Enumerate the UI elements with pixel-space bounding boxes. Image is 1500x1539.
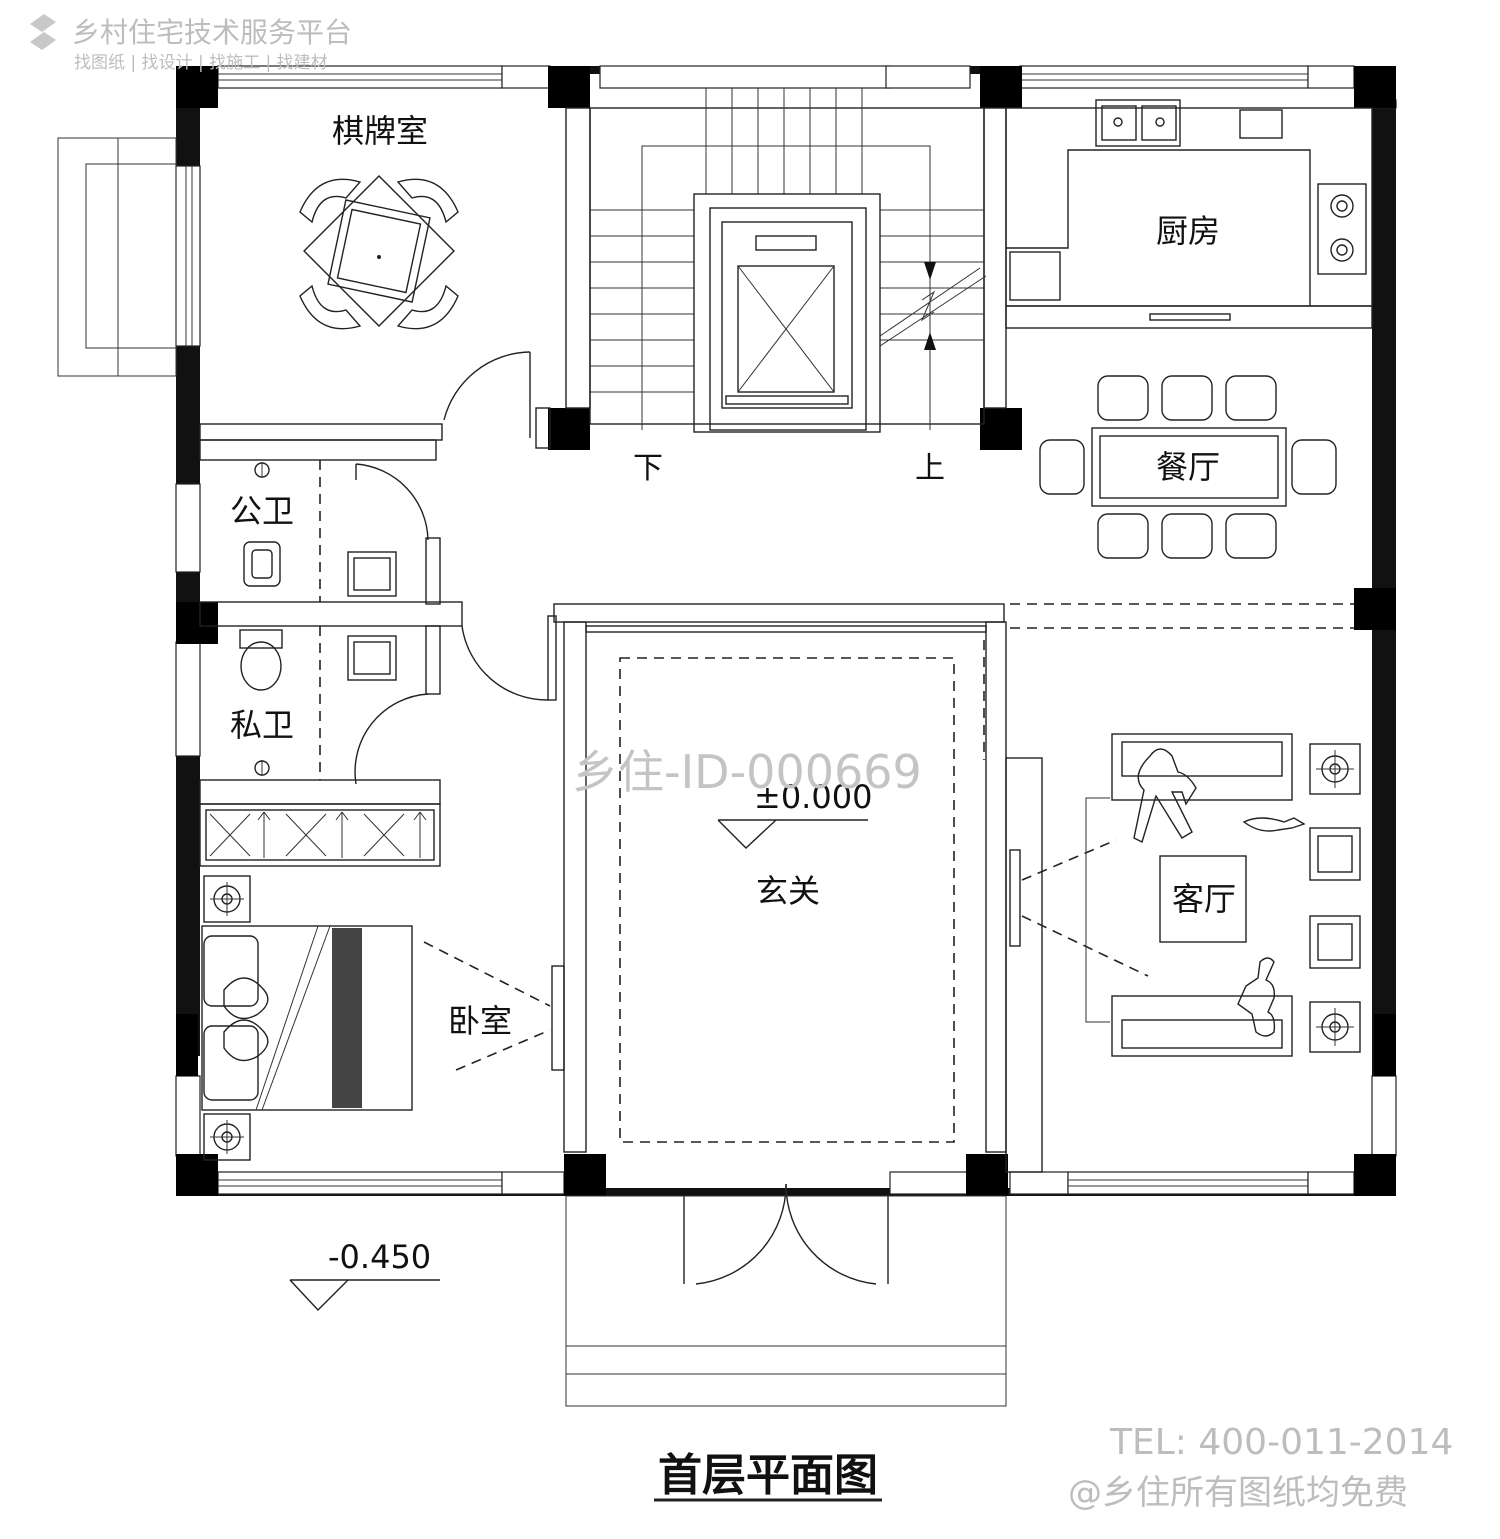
room-label-private-wc: 私卫 bbox=[230, 706, 294, 744]
room-label-kitchen: 厨房 bbox=[1156, 212, 1220, 250]
mahjong-table bbox=[299, 175, 459, 330]
indoor-elevation: ±0.000 bbox=[754, 778, 872, 816]
room-label-dining: 餐厅 bbox=[1156, 448, 1220, 486]
watermark-tel: TEL: 400-011-2014 bbox=[1109, 1422, 1453, 1463]
front-steps bbox=[565, 1195, 1007, 1407]
room-label-living: 客厅 bbox=[1172, 880, 1236, 918]
outdoor-elevation-mark: -0.450 bbox=[289, 1238, 440, 1312]
stair-down-label: 下 bbox=[633, 451, 663, 486]
left-windows bbox=[175, 165, 201, 1157]
bedside-lamps bbox=[203, 875, 251, 1161]
wardrobe bbox=[199, 803, 441, 867]
structural-columns bbox=[176, 66, 1396, 1196]
elevator-shaft bbox=[693, 193, 881, 433]
indoor-elevation-mark: ±0.000 bbox=[717, 778, 872, 849]
private-wc-fixtures bbox=[239, 626, 397, 780]
bottom-windows bbox=[217, 1171, 1355, 1195]
public-wc-fixtures bbox=[243, 460, 397, 602]
kitchen-fixtures bbox=[1005, 99, 1373, 321]
room-label-foyer: 玄关 bbox=[756, 872, 820, 910]
room-label-bedroom: 卧室 bbox=[448, 1002, 512, 1040]
dining-set bbox=[1039, 375, 1337, 559]
room-label-chess: 棋牌室 bbox=[332, 112, 428, 150]
bed bbox=[201, 925, 413, 1111]
outdoor-elevation: -0.450 bbox=[328, 1238, 431, 1276]
staircase bbox=[589, 88, 987, 430]
watermark-id: 乡住-ID-000669 bbox=[572, 745, 922, 799]
living-furniture bbox=[1005, 733, 1361, 1173]
watermark-brand: 乡村住宅技术服务平台 bbox=[72, 16, 352, 49]
top-windows bbox=[217, 65, 1355, 89]
watermark-tagline: 找图纸 | 找设计 | 找施工 | 找建材 bbox=[74, 53, 328, 73]
bedroom-tv bbox=[423, 941, 565, 1071]
side-steps bbox=[57, 137, 177, 377]
room-label-public-wc: 公卫 bbox=[230, 492, 294, 530]
brand-logo-icon bbox=[30, 14, 56, 50]
stair-up-label: 上 bbox=[915, 451, 945, 486]
watermark-free-note: @乡住所有图纸均免费 bbox=[1068, 1473, 1408, 1513]
drawing-title: 首层平面图 bbox=[658, 1450, 878, 1501]
doors bbox=[354, 351, 889, 1285]
foyer-ceiling-outline bbox=[619, 657, 955, 1143]
